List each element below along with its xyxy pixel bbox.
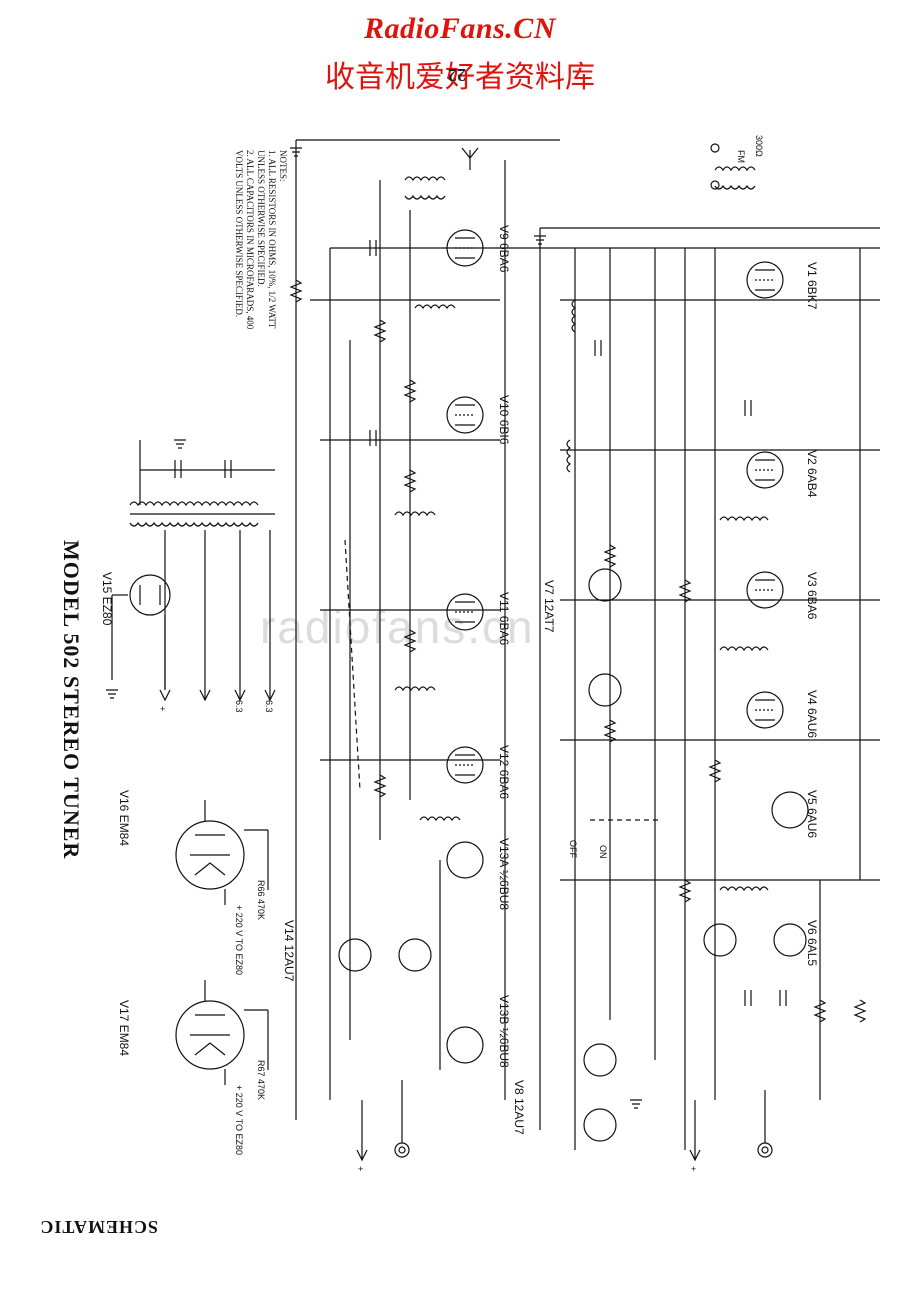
model-title: MODEL 502 STEREO TUNER [59, 540, 84, 860]
notes-line-2: UNLESS OTHERWISE SPECIFIED. [256, 150, 266, 287]
tube-label-v10: V10 6BI6 [497, 395, 511, 445]
label-220v-a: + 220 V TO EZ80 [234, 905, 244, 975]
tube-label-v6: V6 6AL5 [805, 920, 819, 966]
label-off: OFF [568, 840, 578, 858]
tube-label-v3: V3 6BA6 [805, 572, 819, 620]
label-plus-b: + [358, 1164, 363, 1174]
notes-line-1: 1. ALL RESISTORS IN OHMS, 10%, 1/2 WATT [267, 150, 277, 329]
tube-label-v7: V7 12AT7 [542, 580, 556, 633]
label-6-3-b: 6.3 [264, 700, 274, 713]
schematic-footer-label: SCHEMATIC [39, 1217, 158, 1237]
tube-label-v1: V1 6BK7 [805, 262, 819, 310]
label-220v-b: + 220 V TO EZ80 [234, 1085, 244, 1155]
tube-label-v16: V16 EM84 [117, 790, 131, 846]
tube-label-v14: V14 12AU7 [282, 920, 296, 982]
label-r66: R66 470K [256, 880, 266, 920]
label-300-ohm: 300Ω [754, 135, 764, 157]
tube-label-v17: V17 EM84 [117, 1000, 131, 1056]
tube-label-v12: V12 6BA6 [497, 745, 511, 799]
label-plus-a: + [160, 704, 165, 714]
label-r67: R67 470K [256, 1060, 266, 1100]
tube-label-v9: V9 6BA6 [497, 225, 511, 273]
label-plus-c: + [691, 1164, 696, 1174]
tube-label-v2: V2 6AB4 [805, 450, 819, 498]
notes-line-3: 2. ALL CAPACITORS IN MICROFARADS, 400 [245, 150, 255, 330]
notes-heading: NOTES: [278, 150, 288, 182]
tube-label-v5: V5 6AU6 [805, 790, 819, 838]
tube-label-v4: V4 6AU6 [805, 690, 819, 738]
label-6-3-a: 6.3 [234, 700, 244, 713]
tube-label-v13b: V13B ½6BU8 [497, 995, 511, 1068]
tube-label-v13a: V13A ½6BU8 [497, 838, 511, 910]
schematic-notes: NOTES: 1. ALL RESISTORS IN OHMS, 10%, 1/… [208, 150, 288, 370]
label-on: ON [598, 845, 608, 859]
watermark-chinese-text: 收音机爱好者资料库 [325, 60, 595, 95]
tube-label-v11: V11 6BA6 [497, 592, 511, 645]
tube-label-v15: V15 EZ80 [100, 572, 114, 626]
label-fm: FM [736, 150, 746, 163]
watermark-site-name: RadioFans.CN [364, 12, 556, 45]
tube-label-v8: V8 12AU7 [512, 1080, 526, 1135]
notes-line-4: VOLTS UNLESS OTHERWISE SPECIFIED. [234, 150, 244, 318]
